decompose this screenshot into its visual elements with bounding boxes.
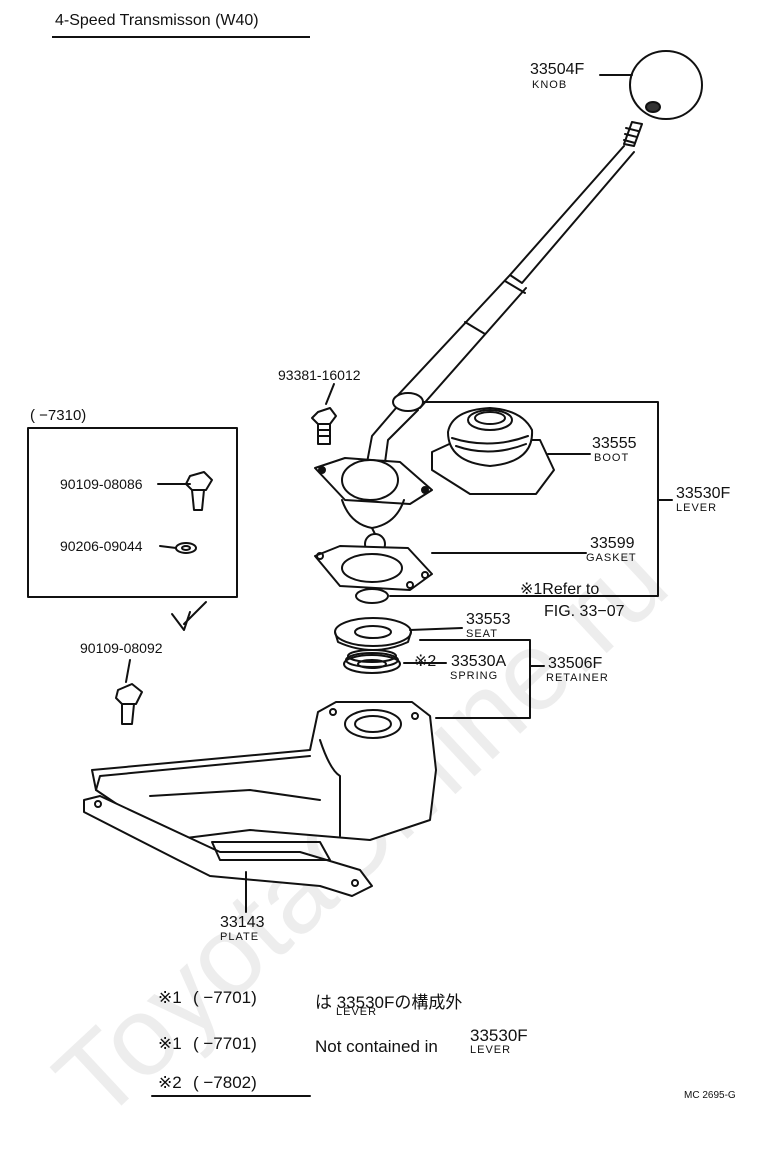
lever-part-number: 33530F	[676, 485, 731, 502]
seat-drawing	[334, 617, 412, 651]
knob-part-name: KNOB	[532, 79, 568, 91]
retainer-drawing	[91, 701, 437, 841]
arrow-icon	[171, 601, 207, 631]
retainer-part-number: 33506F	[548, 655, 603, 672]
inset-bolt-drawing	[185, 471, 213, 511]
note1-jp-sub: LEVER	[336, 1006, 378, 1018]
seat-part-name: SEAT	[466, 628, 498, 640]
knob-part-number: 33504F	[530, 61, 585, 78]
plate-part-name: PLATE	[220, 931, 260, 943]
spring-drawing	[343, 649, 401, 674]
note1-en-mark: ※1	[158, 1034, 182, 1053]
note1-jp-mark: ※1	[158, 988, 182, 1007]
refer-note-line2: FIG. 33−07	[544, 603, 625, 620]
boot-part-name: BOOT	[594, 452, 630, 464]
diagram-title: 4-Speed Transmisson (W40)	[55, 12, 259, 29]
note1-en-text: Not contained in	[315, 1037, 438, 1056]
note1-en-range: ( −7701)	[193, 1034, 257, 1053]
plate-part-number: 33143	[220, 914, 265, 931]
spring-part-number: 33530A	[451, 653, 507, 670]
note1-en-part: 33530F	[470, 1026, 528, 1045]
refer-note-line1: ※1Refer to	[520, 581, 600, 598]
inset-range: ( −7310)	[30, 407, 87, 424]
note2-range: ( −7802)	[193, 1073, 257, 1092]
boot-part-number: 33555	[592, 435, 637, 452]
gasket-part-number: 33599	[590, 535, 635, 552]
lever-housing-drawing	[314, 457, 433, 555]
gasket-drawing	[314, 545, 433, 591]
note2-mark: ※2	[158, 1073, 182, 1092]
lever-rod-drawing	[365, 121, 643, 471]
bolt-drawing	[311, 407, 337, 445]
plate-drawing	[83, 795, 373, 897]
bolt-part-number: 93381-16012	[278, 367, 361, 383]
inset-washer-drawing	[175, 542, 197, 554]
note1-jp-range: ( −7701)	[193, 988, 257, 1007]
lever-part-name: LEVER	[676, 502, 718, 514]
boot-drawing	[431, 407, 555, 495]
spring-mark: ※2	[414, 653, 437, 670]
new-bolt-part-number: 90109-08092	[80, 640, 163, 656]
diagram-code: MC 2695-G	[684, 1090, 736, 1101]
inset-frame	[27, 427, 238, 598]
retainer-part-name: RETAINER	[546, 672, 609, 684]
seat-part-number: 33553	[466, 611, 511, 628]
knob-drawing	[629, 50, 703, 120]
title-underline	[52, 36, 310, 38]
inset-washer-part-number: 90206-09044	[60, 538, 143, 554]
spring-part-name: SPRING	[450, 670, 499, 682]
note1-en-sub: LEVER	[470, 1044, 512, 1056]
new-bolt-drawing	[115, 683, 143, 725]
note1-jp-text: は 33530Fの構成外	[315, 993, 463, 1012]
inset-bolt-part-number: 90109-08086	[60, 476, 143, 492]
gasket-part-name: GASKET	[586, 552, 637, 564]
